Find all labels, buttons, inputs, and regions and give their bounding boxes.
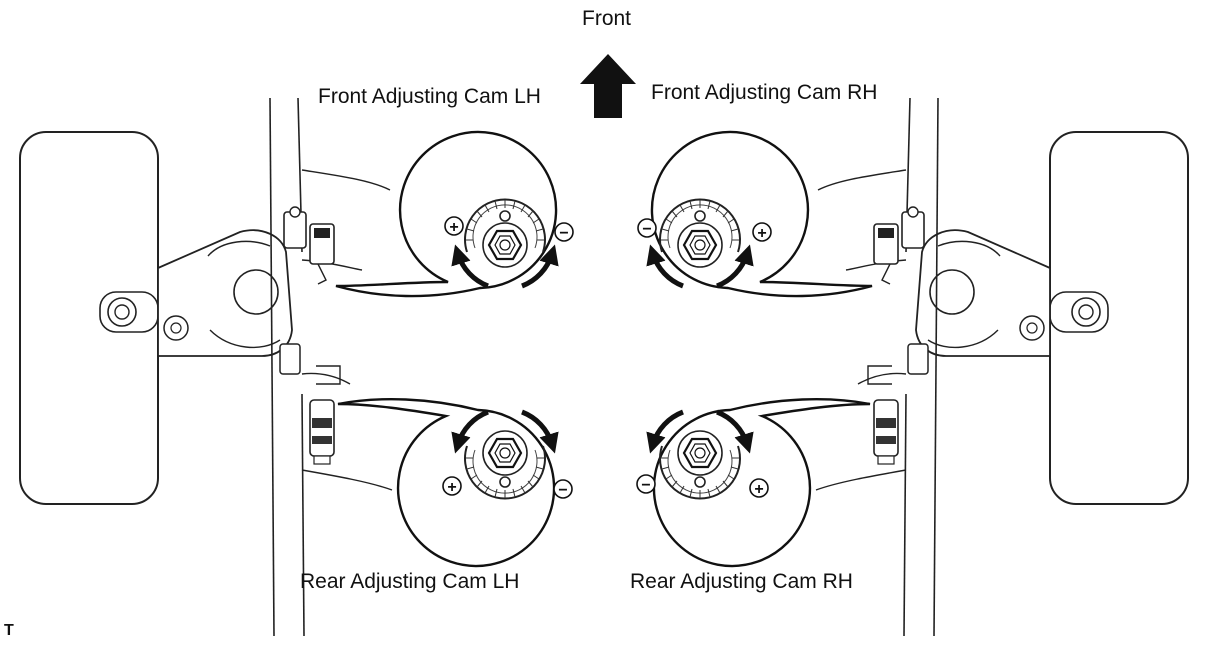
rear-adjusting-cam-rh-label: Rear Adjusting Cam RH (630, 570, 853, 593)
rotation-arrows-rear-lh (451, 409, 559, 454)
sign-front-rh-left: − (642, 221, 651, 238)
front-adjusting-cam-lh-label: Front Adjusting Cam LH (318, 85, 541, 108)
rotation-arrows-front-rh (646, 244, 754, 289)
callout-front-rh (650, 130, 873, 298)
sign-circle-rear-lh-right (553, 479, 573, 499)
sign-front-lh-left: + (449, 219, 458, 236)
sign-circle-rear-lh-left (442, 476, 462, 496)
sign-circle-front-lh-right (554, 222, 574, 242)
sign-rear-lh-right: − (558, 482, 567, 499)
right-suspension-assembly (815, 97, 1189, 637)
rotation-arrows-front-lh (451, 244, 559, 289)
sign-rear-rh-left: − (641, 477, 650, 494)
rotation-arrows-rear-rh (646, 409, 754, 454)
left-suspension-assembly (19, 97, 393, 637)
sign-circle-front-rh-left (637, 218, 657, 238)
sign-circle-front-lh-left (444, 216, 464, 236)
corner-mark: T (4, 622, 14, 639)
sign-circle-rear-rh-left (636, 474, 656, 494)
front-adjusting-cam-rh-label: Front Adjusting Cam RH (651, 81, 878, 104)
sign-front-lh-right: − (559, 225, 568, 242)
front-direction-arrow (580, 54, 636, 118)
sign-front-rh-right: + (757, 225, 766, 242)
sign-circle-rear-rh-right (749, 478, 769, 498)
sign-rear-lh-left: + (447, 479, 456, 496)
sign-rear-rh-right: + (754, 481, 763, 498)
rear-adjusting-cam-lh-label: Rear Adjusting Cam LH (300, 570, 520, 593)
callout-front-lh (335, 130, 558, 298)
front-label: Front (582, 7, 632, 30)
sign-circle-front-rh-right (752, 222, 772, 242)
